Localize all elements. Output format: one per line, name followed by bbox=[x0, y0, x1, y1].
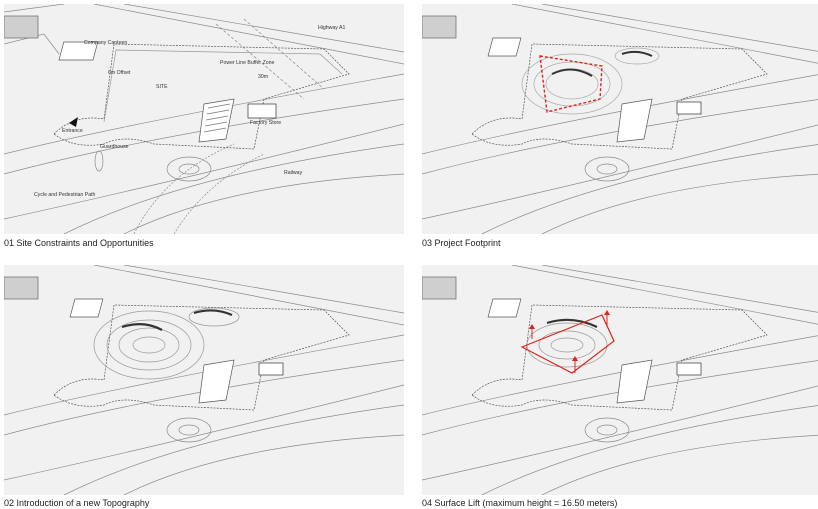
label-powerline: Power Line Buffer Zone bbox=[220, 60, 275, 66]
caption-02: 02 Introduction of a new Topography bbox=[4, 498, 150, 508]
caption-04: 04 Surface Lift (maximum height = 16.50 … bbox=[422, 498, 618, 508]
new-topography-diagram bbox=[4, 265, 404, 495]
lift-arrow-icon bbox=[529, 310, 610, 373]
project-footprint-diagram bbox=[422, 4, 818, 234]
site-constraints-diagram: Highway A1 Company Canteen 6m Offset SIT… bbox=[4, 4, 404, 234]
surface-lift-diagram bbox=[422, 265, 818, 495]
label-cycle: Cycle and Pedestrian Path bbox=[34, 192, 96, 198]
entrance-arrow-icon bbox=[69, 117, 78, 127]
label-offset: 6m Offset bbox=[108, 70, 131, 76]
base-context bbox=[4, 265, 404, 495]
caption-03: 03 Project Footprint bbox=[422, 238, 501, 248]
label-highway: Highway A1 bbox=[318, 25, 346, 31]
lifted-surface-outline bbox=[520, 314, 615, 374]
panel-new-topography bbox=[4, 265, 404, 495]
label-railway: Railway bbox=[284, 170, 303, 176]
base-context bbox=[422, 4, 818, 234]
existing-building bbox=[4, 15, 39, 39]
base-context bbox=[422, 265, 818, 495]
panel-surface-lift bbox=[422, 265, 818, 495]
label-canteen: Company Canteen bbox=[84, 40, 127, 46]
base-context bbox=[4, 4, 404, 234]
label-factory: Factory Store bbox=[250, 120, 281, 126]
label-entrance: Entrance bbox=[62, 128, 83, 134]
panel-site-constraints: Highway A1 Company Canteen 6m Offset SIT… bbox=[4, 4, 404, 234]
canteen-building bbox=[58, 41, 99, 61]
label-distance: 30m bbox=[258, 74, 268, 80]
panel-project-footprint bbox=[422, 4, 818, 234]
footprint-outline bbox=[539, 55, 603, 113]
label-guardhouse: Guardhouse bbox=[100, 144, 129, 150]
caption-01: 01 Site Constraints and Opportunities bbox=[4, 238, 154, 248]
label-site: SITE bbox=[156, 84, 168, 90]
